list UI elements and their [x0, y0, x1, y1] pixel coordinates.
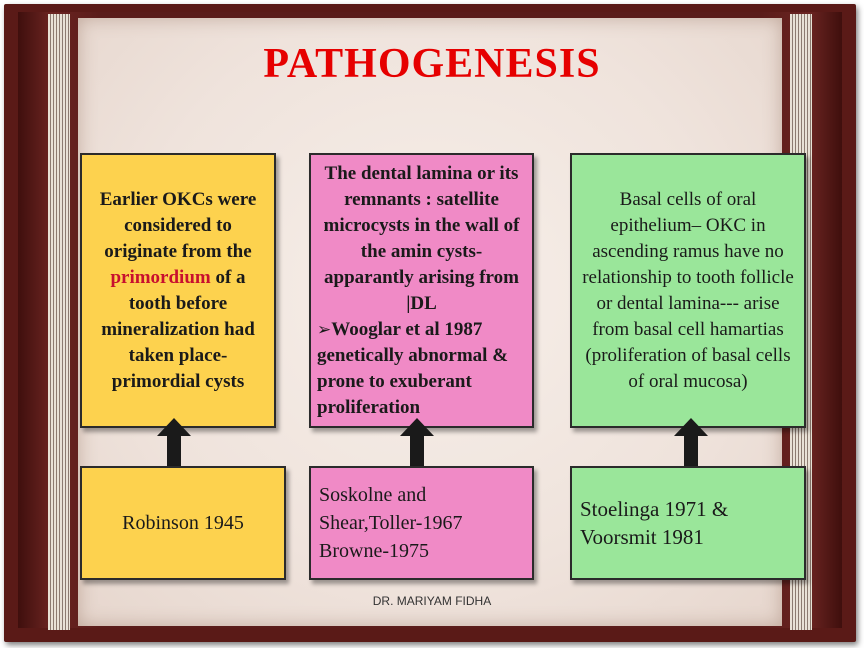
soskolne-line-1: Soskolne and	[319, 484, 427, 506]
primordium-text-after: of a tooth before mineralization had tak…	[101, 266, 255, 392]
up-arrow-icon	[674, 418, 708, 482]
stoelinga-line-2: Voorsmit 1981	[580, 525, 704, 549]
soskolne-line-2: Shear,Toller-1967	[319, 512, 463, 534]
basal-cells-box: Basal cells of oral epithelium– OKC in a…	[570, 153, 806, 428]
dental-lamina-box: The dental lamina or its remnants : sate…	[309, 153, 534, 428]
primordium-text-before: Earlier OKCs were considered to originat…	[99, 188, 257, 262]
origin-primordium-text: Earlier OKCs were considered to originat…	[90, 187, 266, 395]
page-title: PATHOGENESIS	[263, 41, 601, 87]
soskolne-line-3: Browne-1975	[319, 540, 429, 562]
soskolne-box: Soskolne and Shear,Toller-1967 Browne-19…	[309, 466, 534, 580]
primordium-highlight: primordium	[110, 266, 211, 288]
author-footer: DR. MARIYAM FIDHA	[372, 594, 492, 608]
stoelinga-box: Stoelinga 1971 & Voorsmit 1981	[570, 466, 806, 580]
robinson-box: Robinson 1945	[80, 466, 286, 580]
dental-lamina-text: The dental lamina or its remnants : sate…	[317, 161, 526, 421]
up-arrow-icon	[400, 418, 434, 482]
stoelinga-line-1: Stoelinga 1971 &	[580, 497, 729, 521]
basal-cells-text: Basal cells of oral epithelium– OKC in a…	[582, 188, 794, 392]
dental-lamina-paragraph: The dental lamina or its remnants : sate…	[323, 162, 520, 314]
bullet-arrow-icon: ➢	[317, 319, 332, 340]
origin-primordium-box: Earlier OKCs were considered to originat…	[80, 153, 276, 428]
robinson-text: Robinson 1945	[122, 512, 244, 534]
up-arrow-icon	[157, 418, 191, 482]
stoelinga-text: Stoelinga 1971 & Voorsmit 1981	[580, 495, 728, 551]
dental-lamina-bullet-text: Wooglar et al 1987 genetically abnormal …	[317, 318, 509, 418]
dental-lamina-bullet: ➢Wooglar et al 1987 genetically abnormal…	[317, 317, 526, 421]
page-edges-left	[48, 14, 70, 630]
soskolne-text: Soskolne and Shear,Toller-1967 Browne-19…	[319, 481, 462, 565]
